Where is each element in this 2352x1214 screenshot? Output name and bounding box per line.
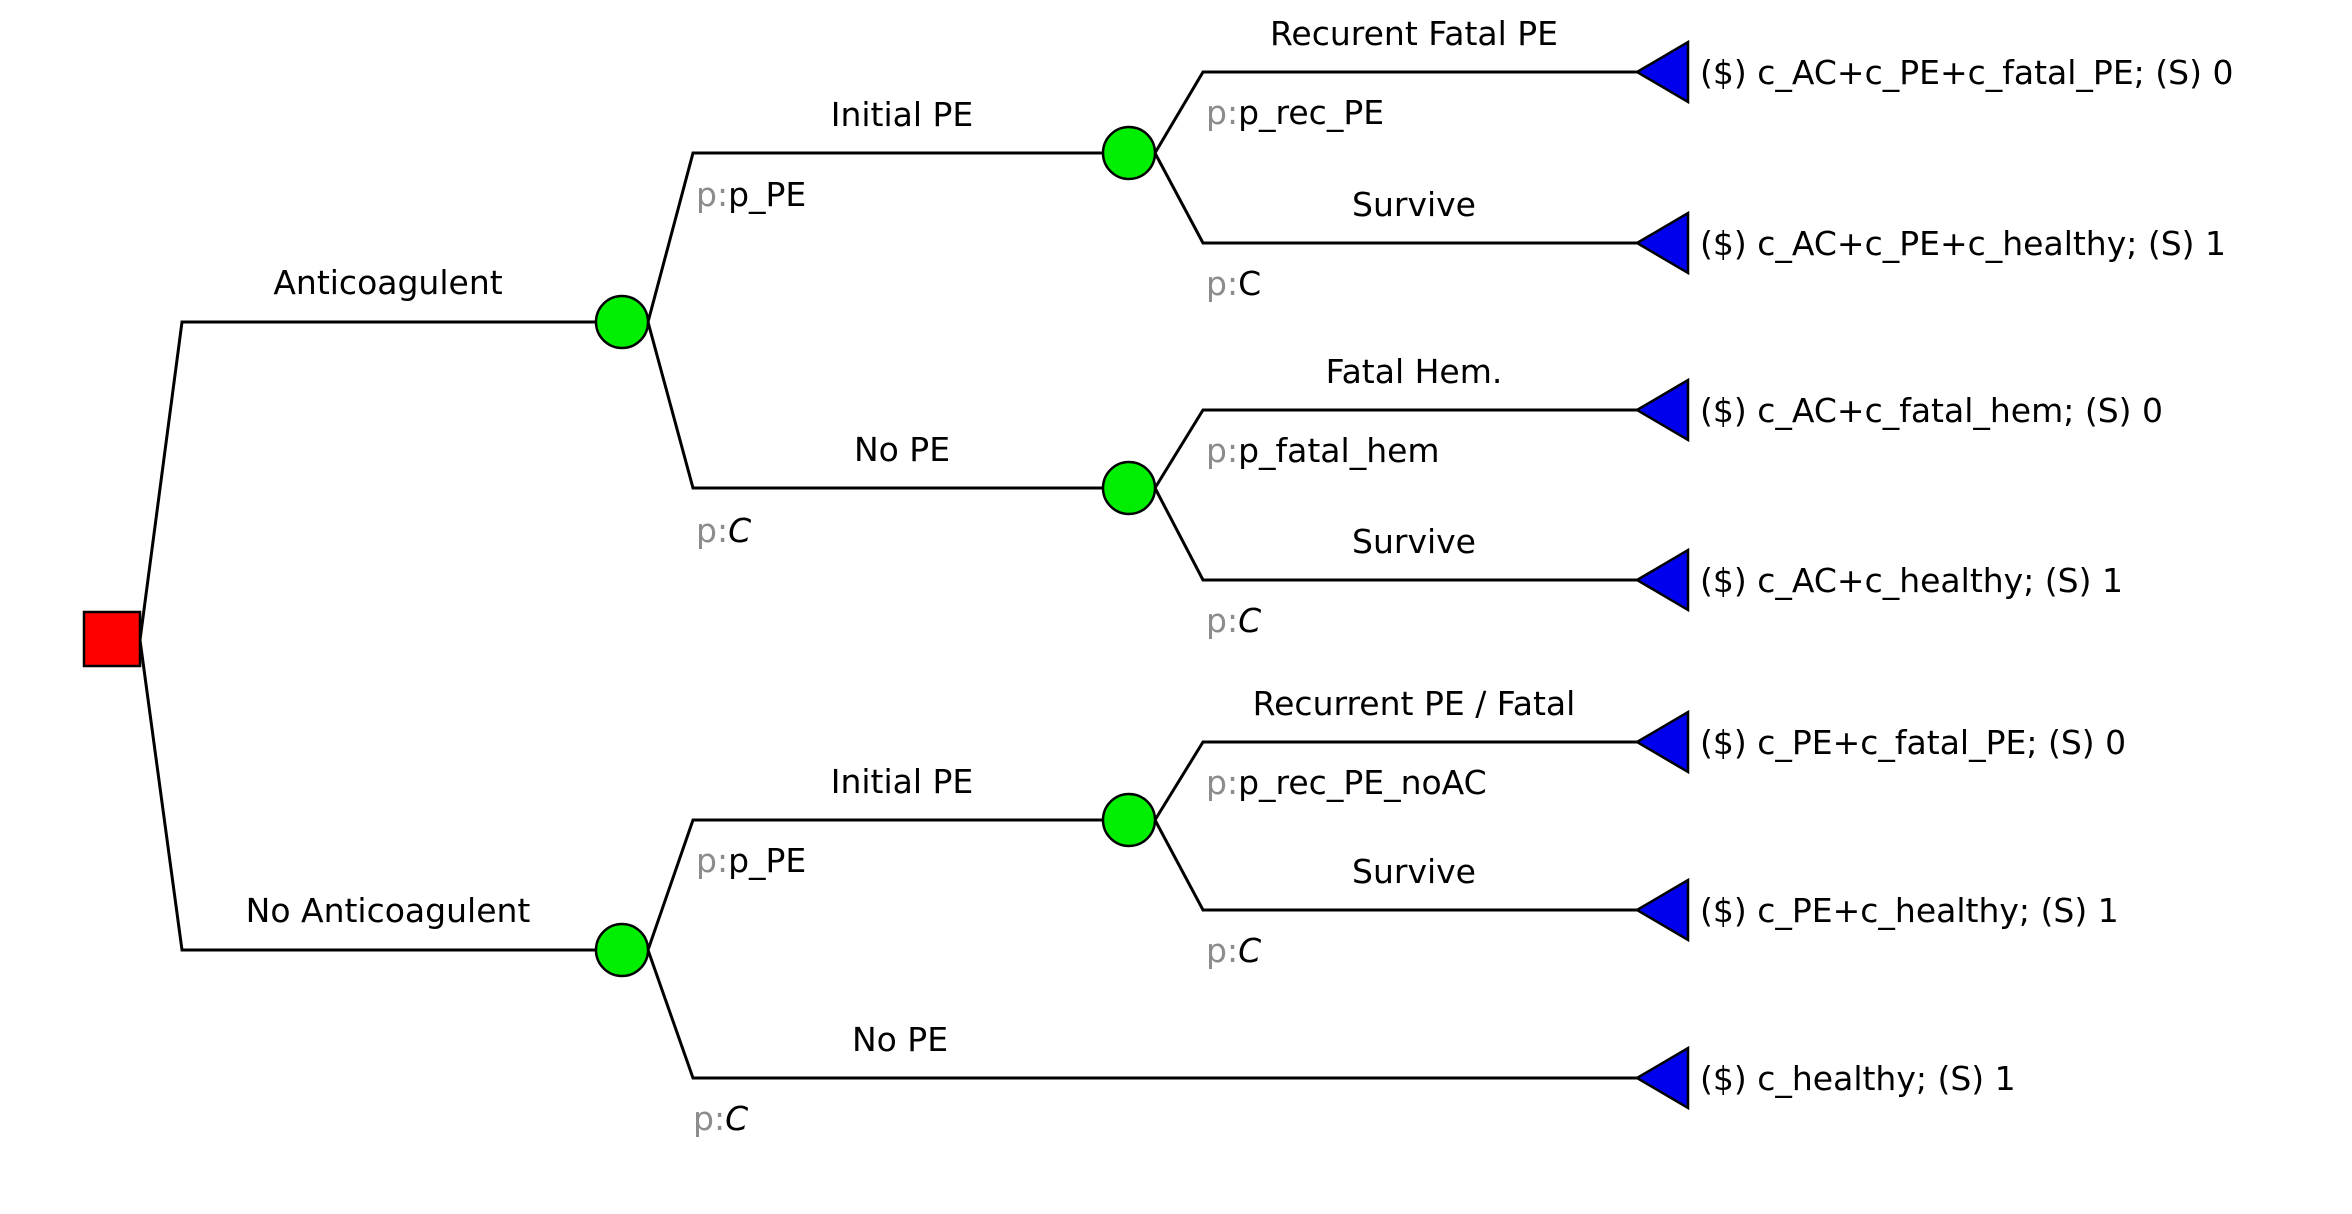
- terminal-node-1[interactable]: [1634, 39, 1690, 105]
- chance-node-noac-initial-pe[interactable]: [1101, 792, 1157, 848]
- chance-node-no-anticoagulent[interactable]: [594, 922, 650, 978]
- edge-ac-nope-fatal-hem: [1153, 408, 1640, 489]
- tree-nodes: [82, 39, 1690, 1111]
- branch-label-noac-no-pe: No PE: [852, 1020, 948, 1059]
- probability-labels: p:p_PE p:C p:p_rec_PE p:C p:p_fatal_hem …: [693, 93, 1487, 1138]
- edge-noac-pe-recurrent-fatal: [1153, 740, 1640, 821]
- terminal-node-2[interactable]: [1634, 210, 1690, 276]
- edge-ac-initial-pe: [646, 151, 1129, 323]
- edge-ac-nope-survive: [1153, 487, 1640, 582]
- payoff-label-4: ($) c_AC+c_healthy; (S) 1: [1700, 561, 2123, 600]
- prob-label-noac-no-pe: p:C: [693, 1099, 748, 1138]
- terminal-node-6[interactable]: [1634, 877, 1690, 943]
- chance-node-ac-initial-pe[interactable]: [1101, 125, 1157, 181]
- branch-label-no-anticoagulent: No Anticoagulent: [246, 891, 531, 930]
- branch-label-ac-no-pe: No PE: [854, 430, 950, 469]
- terminal-node-3[interactable]: [1634, 377, 1690, 443]
- branch-label-ac-nope-survive: Survive: [1352, 522, 1476, 561]
- payoff-labels: ($) c_AC+c_PE+c_fatal_PE; (S) 0 ($) c_AC…: [1700, 53, 2233, 1098]
- edge-anticoagulent: [138, 320, 622, 641]
- chance-node-ac-no-pe[interactable]: [1101, 460, 1157, 516]
- payoff-label-3: ($) c_AC+c_fatal_hem; (S) 0: [1700, 391, 2163, 430]
- branch-label-noac-pe-survive: Survive: [1352, 852, 1476, 891]
- payoff-label-7: ($) c_healthy; (S) 1: [1700, 1059, 2016, 1098]
- edge-noac-initial-pe: [646, 818, 1129, 951]
- edge-ac-no-pe: [646, 321, 1129, 490]
- branch-label-ac-pe-recurrent-fatal: Recurent Fatal PE: [1270, 14, 1558, 53]
- terminal-node-7[interactable]: [1634, 1045, 1690, 1111]
- prob-label-ac-nope-survive: p:C: [1206, 601, 1261, 640]
- prob-label-ac-nope-fatal-hem: p:p_fatal_hem: [1206, 431, 1440, 470]
- terminal-node-5[interactable]: [1634, 709, 1690, 775]
- branch-label-ac-pe-survive: Survive: [1352, 185, 1476, 224]
- edge-no-anticoagulent: [138, 639, 622, 952]
- edge-noac-no-pe: [646, 949, 1640, 1080]
- prob-label-ac-initial-pe: p:p_PE: [696, 175, 806, 214]
- branch-label-ac-nope-fatal-hem: Fatal Hem.: [1326, 352, 1503, 391]
- branch-label-noac-initial-pe: Initial PE: [831, 762, 974, 801]
- prob-label-noac-initial-pe: p:p_PE: [696, 841, 806, 880]
- chance-node-anticoagulent[interactable]: [594, 294, 650, 350]
- prob-label-ac-pe-survive: p:C: [1206, 264, 1261, 303]
- branch-labels: Anticoagulent No Anticoagulent Initial P…: [246, 14, 1576, 1059]
- prob-label-ac-no-pe: p:C: [696, 511, 751, 550]
- prob-label-noac-pe-survive: p:C: [1206, 931, 1261, 970]
- prob-label-noac-pe-recurrent-fatal: p:p_rec_PE_noAC: [1206, 763, 1487, 802]
- edge-ac-pe-recurrent-fatal: [1153, 70, 1640, 154]
- branch-label-noac-pe-recurrent-fatal: Recurrent PE / Fatal: [1253, 684, 1576, 723]
- payoff-label-6: ($) c_PE+c_healthy; (S) 1: [1700, 891, 2119, 930]
- branch-label-ac-initial-pe: Initial PE: [831, 95, 974, 134]
- terminal-node-4[interactable]: [1634, 547, 1690, 613]
- decision-node[interactable]: [82, 610, 142, 668]
- payoff-label-1: ($) c_AC+c_PE+c_fatal_PE; (S) 0: [1700, 53, 2233, 92]
- branch-label-anticoagulent: Anticoagulent: [273, 263, 502, 302]
- edge-ac-pe-survive: [1153, 152, 1640, 245]
- payoff-label-5: ($) c_PE+c_fatal_PE; (S) 0: [1700, 723, 2126, 762]
- tree-edges: [138, 70, 1640, 1080]
- payoff-label-2: ($) c_AC+c_PE+c_healthy; (S) 1: [1700, 224, 2226, 263]
- edge-noac-pe-survive: [1153, 819, 1640, 912]
- prob-label-ac-pe-recurrent-fatal: p:p_rec_PE: [1206, 93, 1384, 132]
